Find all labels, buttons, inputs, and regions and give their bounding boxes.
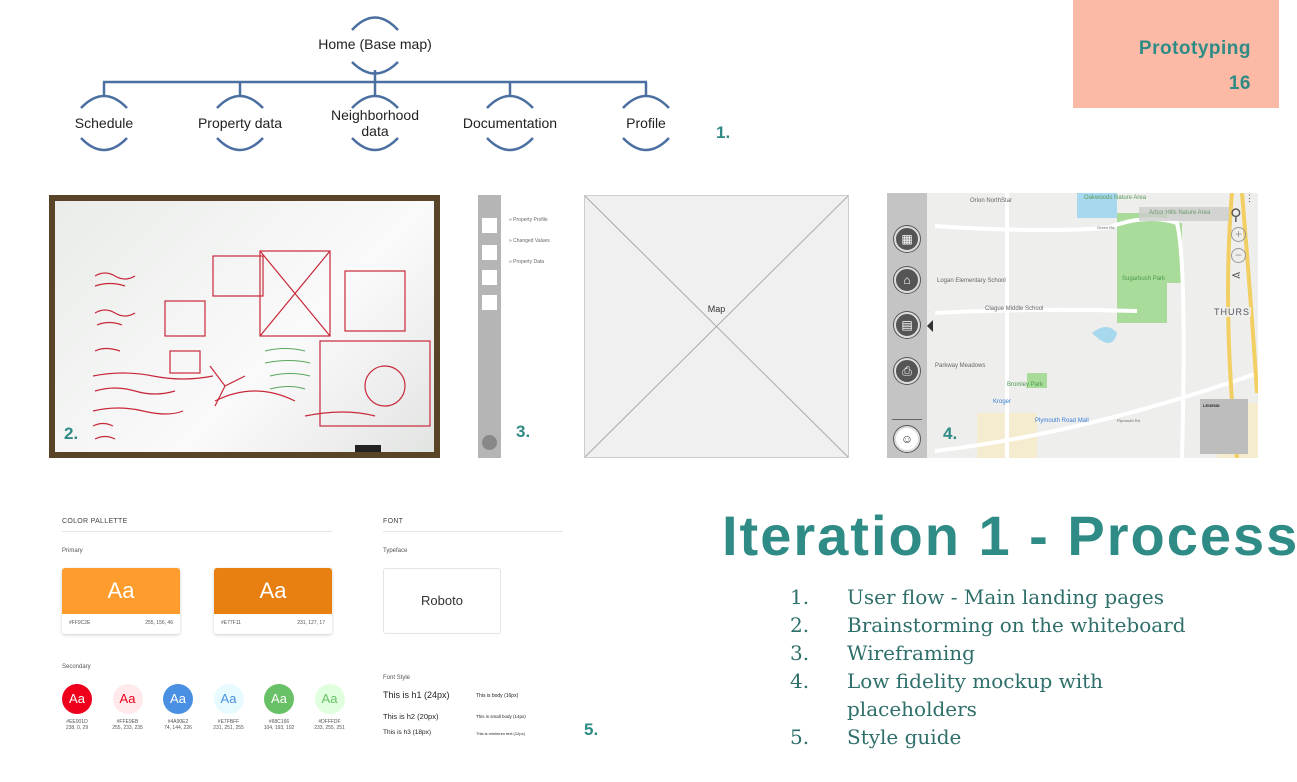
sidebar-placeholder-button[interactable] xyxy=(482,270,497,285)
list-item: 1.User flow - Main landing pages xyxy=(790,585,1164,609)
print-icon[interactable]: ⎙ xyxy=(894,358,920,384)
map-placeholder: Map xyxy=(584,195,849,458)
map-label: Logan Elementary School xyxy=(937,278,1006,284)
property-data-icon[interactable]: ▤ xyxy=(894,312,920,338)
calendar-icon[interactable]: ▦ xyxy=(894,226,920,252)
map-label: Oakwoods Nature Area xyxy=(1084,195,1147,201)
map-label: Clague Middle School xyxy=(985,306,1044,312)
flow-node: Documentation xyxy=(462,115,558,131)
profile-avatar-icon[interactable]: ☺ xyxy=(894,426,920,452)
map-label: Parkway Meadows xyxy=(935,363,986,369)
figure-number: 3. xyxy=(516,422,531,441)
process-steps-list: 1.User flow - Main landing pages 2.Brain… xyxy=(790,583,1186,751)
sidebar-placeholder-button[interactable] xyxy=(482,245,497,260)
flow-node: Schedule xyxy=(74,115,134,131)
section-badge: Prototyping 16 xyxy=(1073,0,1279,108)
wireframe-menu-item[interactable]: » Property Profile xyxy=(509,217,548,223)
map-label: Green Rd xyxy=(1097,225,1115,230)
small-body-sample: This is small body (14px) xyxy=(476,714,526,719)
primary-label: Primary xyxy=(62,548,83,554)
h3-sample: This is h3 (18px) xyxy=(383,729,432,736)
typeface-label: Typeface xyxy=(383,548,408,554)
typeface-sample: Roboto xyxy=(383,568,501,634)
figure-number: 1. xyxy=(716,123,731,142)
flow-node-home: Home (Base map) xyxy=(318,36,432,52)
map-label: Kroger xyxy=(993,399,1012,405)
list-item: 5.Style guide xyxy=(790,725,962,749)
list-item: 2.Brainstorming on the whiteboard xyxy=(790,613,1186,637)
wireframe-menu-item[interactable]: » Changed Values xyxy=(509,238,550,244)
sidebar-placeholder-button[interactable] xyxy=(482,218,497,233)
section-label: Prototyping xyxy=(1138,38,1251,59)
user-flow-diagram xyxy=(80,16,670,152)
figure-number: 2. xyxy=(64,424,79,443)
map-label: Plymouth Road Mall xyxy=(1035,418,1089,424)
zoom-out-icon[interactable]: − xyxy=(1231,248,1246,263)
secondary-swatch: Aa xyxy=(213,684,244,714)
apps-grid-icon[interactable]: ⋮⋮ xyxy=(1245,193,1258,203)
flow-node: Property data xyxy=(197,115,283,131)
zoom-in-icon[interactable]: + xyxy=(1231,227,1246,242)
min-text-sample: This is minimum text (12px) xyxy=(476,731,525,736)
map-label: Plymouth Rd xyxy=(1117,418,1140,423)
whiteboard-photo xyxy=(49,195,440,458)
search-icon[interactable]: ⚲ xyxy=(1230,207,1242,224)
figure-number: 5. xyxy=(584,720,599,739)
page-number: 16 xyxy=(1228,73,1251,94)
font-heading: FONT xyxy=(383,518,404,525)
secondary-swatch: Aa xyxy=(112,684,143,714)
legend-title: LEGEND xyxy=(1203,403,1220,408)
map-label: Orion NorthStar xyxy=(970,198,1013,204)
secondary-swatch: Aa xyxy=(62,684,92,714)
h2-sample: This is h2 (20px) xyxy=(383,712,439,721)
secondary-swatch: Aa xyxy=(314,684,345,714)
wireframe-menu-item[interactable]: » Property Data xyxy=(509,259,545,265)
map-label: Sugarbush Park xyxy=(1122,276,1166,282)
map-label: Arbor Hills Nature Area xyxy=(1149,210,1211,216)
sidebar-placeholder-button[interactable] xyxy=(482,295,497,310)
body-sample: This is body (16px) xyxy=(476,693,519,699)
home-icon[interactable]: ⌂ xyxy=(894,267,920,293)
figure-number: 4. xyxy=(943,424,958,443)
map-placeholder-label: Map xyxy=(707,304,726,314)
legend-panel: LEGEND xyxy=(1200,399,1248,454)
map-label: Bromley Park xyxy=(1007,382,1044,388)
font-style-label: Font Style xyxy=(383,675,411,681)
flow-node: Profile xyxy=(626,115,666,131)
wireframe-sidebar xyxy=(478,195,501,458)
slide-title: Iteration 1 - Process xyxy=(722,504,1297,567)
secondary-swatch: Aa xyxy=(163,684,193,714)
secondary-swatch: Aa xyxy=(264,684,294,714)
list-item: 3.Wireframing xyxy=(790,641,975,665)
profile-placeholder[interactable] xyxy=(482,435,497,450)
active-indicator-icon xyxy=(927,320,933,332)
share-icon[interactable]: ⋖ xyxy=(1231,268,1242,282)
h1-sample: This is h1 (24px) xyxy=(383,690,450,700)
map-label: THURS xyxy=(1213,307,1251,317)
secondary-label: Secondary xyxy=(62,664,91,670)
color-palette-heading: COLOR PALLETTE xyxy=(62,518,128,525)
map-background[interactable] xyxy=(887,193,1258,458)
list-item: 4.Low fidelity mockup with placeholders xyxy=(790,669,1104,721)
mockup-sidebar: ▦ ⌂ ▤ ⎙ ☺ xyxy=(887,193,927,458)
low-fidelity-mockup: ▦ ⌂ ▤ ⎙ ☺ Orion NorthStar Oakwoods Natur… xyxy=(887,193,1258,458)
flow-node: Neighborhood data xyxy=(331,107,419,139)
